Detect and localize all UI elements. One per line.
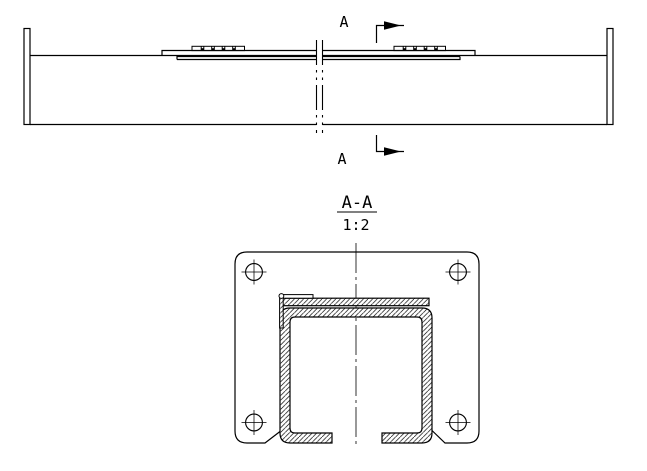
rack-strip-left [191, 45, 245, 52]
section-label: A-A 1:2 [337, 193, 377, 234]
cut-letter-bottom: A [337, 150, 346, 168]
section-view: A-A 1:2 [234, 193, 480, 448]
lower-splice-plate [176, 55, 461, 61]
bolt-holes [241, 259, 471, 435]
cover-plate-lip [279, 294, 284, 329]
bolt-hole-top-left [241, 259, 267, 285]
cut-letter-top: A [339, 13, 348, 31]
section-cut-marker-top: A [339, 13, 404, 43]
upper-splice-plate [161, 49, 476, 56]
left-end-plate [23, 27, 31, 126]
section-scale: 1:2 [342, 216, 369, 234]
section-arrow-right-icon [384, 147, 401, 156]
break-lines [315, 40, 324, 133]
top-cover-plate [281, 297, 430, 307]
bolt-hole-bottom-right [445, 410, 471, 435]
section-arrow-right-icon [384, 21, 401, 30]
bolt-hole-bottom-left [241, 410, 267, 435]
rack-strip-right [393, 45, 446, 52]
side-view: A A [23, 13, 614, 168]
bolt-hole-top-right [445, 259, 471, 285]
section-cut-marker-bottom: A [337, 135, 404, 168]
section-title: A-A [342, 193, 373, 213]
base-plate [234, 251, 480, 444]
right-end-plate [606, 27, 614, 126]
cover-plate-step [281, 294, 314, 299]
lip-bead [278, 293, 285, 299]
